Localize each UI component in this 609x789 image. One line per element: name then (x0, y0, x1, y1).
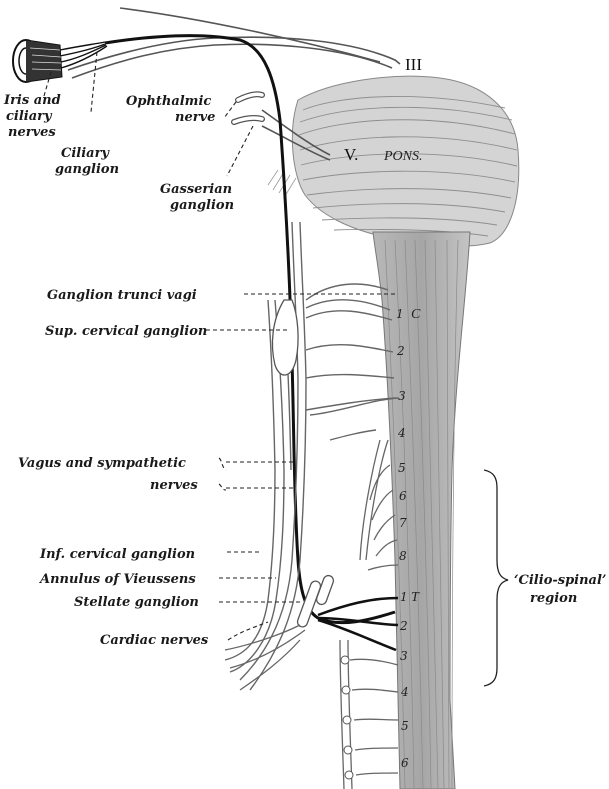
label-cilio-spinal-1: ‘Cilio-spinal’ (514, 573, 606, 588)
cilio-spinal-brace (484, 470, 508, 686)
thoracic-number-3: 3 (400, 649, 408, 663)
label-iris-1: Iris and (3, 93, 61, 108)
cervical-number-3: 3 (398, 389, 406, 403)
label-third-nerve: III (405, 55, 422, 74)
cervical-number-7: 7 (399, 516, 407, 530)
cervical-number-5: 5 (398, 461, 406, 475)
label-ciliary-ganglion-2: ganglion (55, 162, 119, 177)
label-annulus: Annulus of Vieussens (38, 572, 196, 587)
marker-thoracic: T (411, 590, 420, 605)
label-gasserian-1: Gasserian (160, 182, 232, 197)
label-pons: PONS. (383, 149, 423, 164)
thoracic-number-6: 6 (401, 756, 409, 770)
thoracic-number-2: 2 (399, 619, 408, 633)
thoracic-rami-dark (318, 598, 398, 650)
label-ciliary-ganglion-1: Ciliary (61, 146, 110, 161)
cervical-number-4: 4 (397, 426, 406, 440)
cervical-number-2: 2 (396, 344, 405, 358)
cervical-rami (306, 284, 398, 440)
label-gasserian-2: ganglion (170, 198, 234, 213)
label-cardiac-nerves: Cardiac nerves (100, 633, 209, 648)
label-vagus-2: nerves (150, 478, 198, 493)
thoracic-number-5: 5 (401, 719, 409, 733)
spinal-cord (373, 232, 470, 789)
label-fifth-nerve: V. (344, 145, 358, 164)
label-vagus-1: Vagus and sympathetic (18, 456, 186, 471)
oculomotor-nerve (68, 8, 400, 78)
label-iris-3: nerves (8, 125, 56, 140)
cervical-number-1: 1 (396, 307, 404, 321)
label-sup-cervical-ganglion: Sup. cervical ganglion (45, 324, 207, 339)
thoracic-number-4: 4 (400, 685, 409, 699)
label-stellate-ganglion: Stellate ganglion (74, 595, 199, 610)
label-iris-2: ciliary (6, 109, 53, 124)
label-ophthalmic-2: nerve (175, 110, 215, 125)
thoracic-number-1: 1 (400, 590, 408, 604)
label-ganglion-trunci-vagi: Ganglion trunci vagi (47, 288, 197, 303)
label-cilio-spinal-2: region (530, 591, 577, 606)
marker-cervical: C (411, 307, 421, 322)
label-ophthalmic-1: Ophthalmic (126, 94, 211, 109)
label-inf-cervical-ganglion: Inf. cervical ganglion (39, 547, 195, 562)
cervical-number-8: 8 (399, 549, 407, 563)
cervical-number-6: 6 (399, 489, 407, 503)
eye-iris (13, 40, 62, 82)
